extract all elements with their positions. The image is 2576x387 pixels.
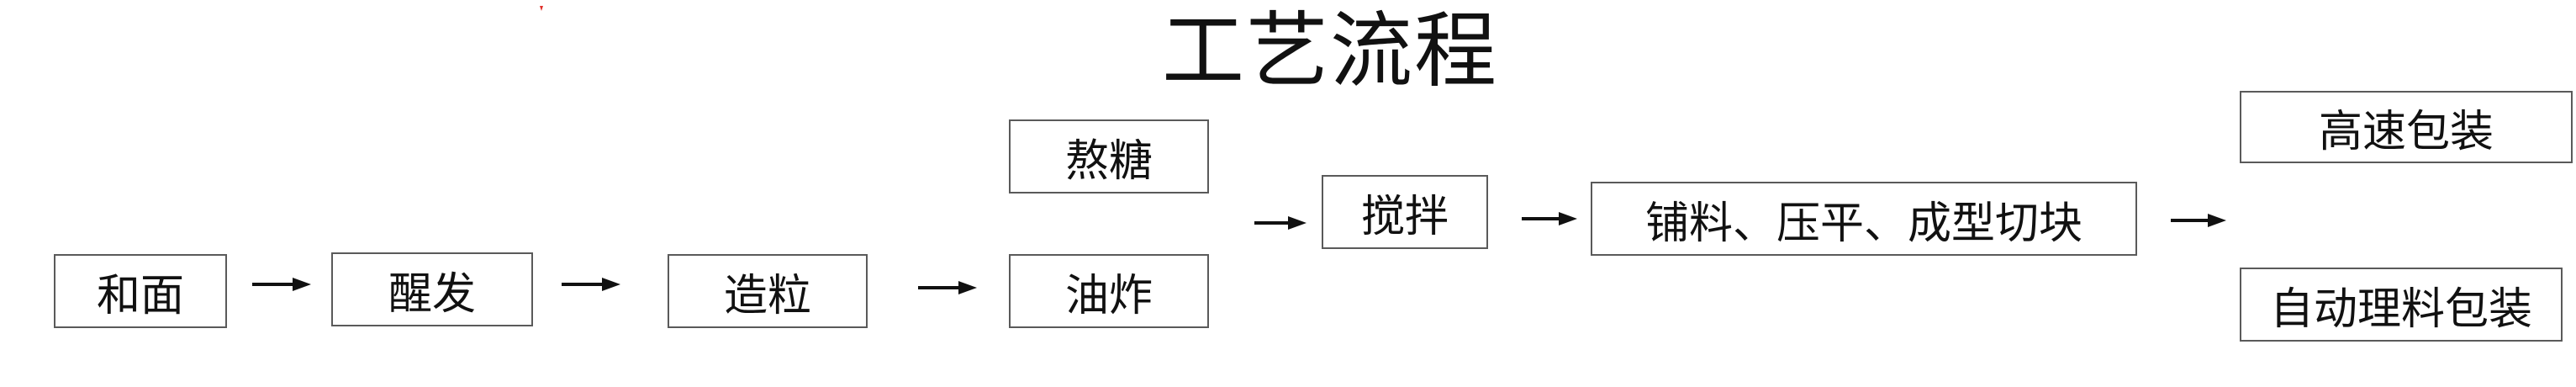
step-stirring-label: 搅拌: [1360, 191, 1449, 242]
step-spreading-pressing-cutting-label: 铺料、压平、成型切块: [1644, 198, 2082, 249]
step-proofing-label: 醒发: [388, 268, 476, 320]
arrow-right-icon: [252, 278, 311, 291]
step-frying: 油炸: [1009, 254, 1209, 328]
red-mark: [538, 0, 545, 11]
step-sugar-boiling-label: 熬糖: [1064, 135, 1153, 187]
arrow-proof-to-granulate: [562, 276, 620, 293]
step-proofing: 醒发: [331, 252, 533, 326]
step-granulating: 造粒: [668, 254, 868, 328]
arrow-stir-to-spread: [1522, 210, 1577, 227]
step-high-speed-packing: 高速包装: [2240, 91, 2573, 163]
step-auto-arrange-packing-label: 自动理料包装: [2269, 284, 2532, 335]
step-auto-arrange-packing: 自动理料包装: [2240, 268, 2563, 342]
diagram-title: 工艺流程: [1161, 3, 1498, 99]
step-high-speed-packing-label: 高速包装: [2318, 106, 2494, 157]
step-mixing-dough: 和面: [54, 254, 227, 328]
step-spreading-pressing-cutting: 铺料、压平、成型切块: [1591, 182, 2137, 256]
step-granulating-label: 造粒: [723, 270, 811, 321]
step-mixing-dough-label: 和面: [96, 270, 184, 321]
arrow-right-icon: [2171, 214, 2226, 227]
arrow-right-icon: [562, 278, 620, 291]
arrow-right-icon: [918, 281, 977, 294]
arrow-mix-to-proof: [252, 276, 311, 293]
step-stirring: 搅拌: [1322, 175, 1488, 249]
step-sugar-boiling: 熬糖: [1009, 119, 1209, 194]
arrow-to-packing: [2171, 212, 2226, 229]
arrow-right-icon: [1254, 216, 1306, 230]
arrow-to-stirring: [1254, 215, 1306, 231]
arrow-right-icon: [1522, 212, 1577, 225]
step-frying-label: 油炸: [1064, 270, 1153, 321]
arrow-granulate-to-fry: [918, 279, 977, 296]
